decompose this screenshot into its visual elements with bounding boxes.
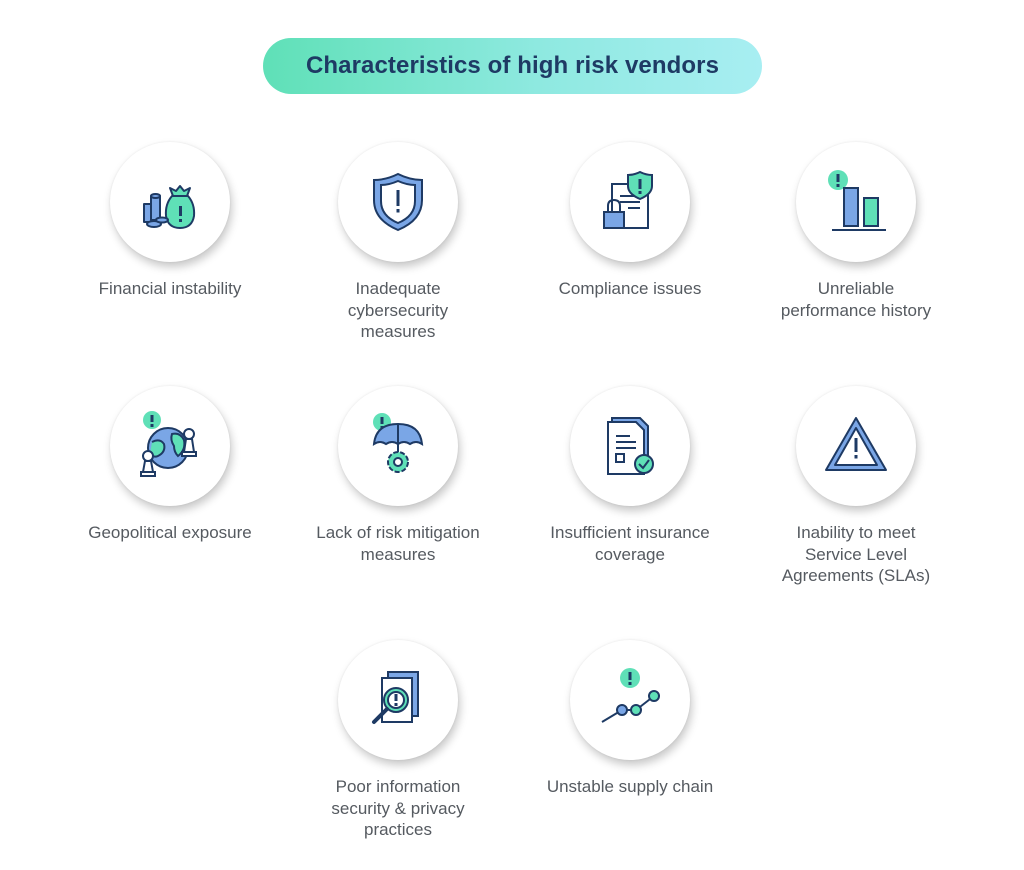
- item-label: Poor information security & privacy prac…: [331, 777, 465, 839]
- icon-circle: [570, 142, 690, 262]
- item-label: Insufficient insurance coverage: [550, 523, 710, 564]
- globe-chess-icon: [140, 411, 197, 477]
- icon-circle: [338, 640, 458, 760]
- bar-chart-alert-icon: [828, 170, 886, 231]
- item-label: Inability to meet Service Level Agreemen…: [781, 523, 931, 585]
- item-unreliable-performance: Unreliable performance history: [756, 142, 956, 321]
- chain-nodes-alert-icon: [601, 668, 660, 723]
- item-inadequate-cybersecurity: Inadequate cybersecurity measures: [298, 142, 498, 343]
- page-title: Characteristics of high risk vendors: [305, 52, 720, 79]
- item-insufficient-insurance: Insufficient insurance coverage: [530, 386, 730, 565]
- icon-circle: [110, 386, 230, 506]
- document-lock-shield-icon: [603, 170, 653, 229]
- money-bag-coins-icon: [143, 185, 196, 229]
- shield-alert-icon: [373, 172, 423, 232]
- item-label: Financial instability: [98, 279, 242, 298]
- item-label: Compliance issues: [558, 279, 702, 298]
- policy-document-check-icon: [607, 417, 654, 475]
- item-label: Unstable supply chain: [546, 777, 714, 796]
- icon-circle: [796, 142, 916, 262]
- item-label: Inadequate cybersecurity measures: [347, 279, 449, 341]
- item-compliance-issues: Compliance issues: [530, 142, 730, 300]
- item-inability-to-meet-slas: Inability to meet Service Level Agreemen…: [756, 386, 956, 587]
- item-unstable-supply-chain: Unstable supply chain: [530, 640, 730, 798]
- warning-triangle-icon: [825, 417, 887, 471]
- item-label: Lack of risk mitigation measures: [316, 523, 480, 564]
- icon-circle: [796, 386, 916, 506]
- item-poor-information-security: Poor information security & privacy prac…: [298, 640, 498, 841]
- item-financial-instability: Financial instability: [70, 142, 270, 300]
- item-label: Unreliable performance history: [780, 279, 932, 320]
- title-banner: Characteristics of high risk vendors: [263, 38, 762, 94]
- icon-circle: [570, 386, 690, 506]
- icon-circle: [570, 640, 690, 760]
- document-magnifier-icon: [372, 671, 419, 724]
- item-lack-of-risk-mitigation: Lack of risk mitigation measures: [298, 386, 498, 565]
- icon-circle: [338, 142, 458, 262]
- icon-circle: [338, 386, 458, 506]
- umbrella-gear-icon: [372, 413, 424, 473]
- item-label: Geopolitical exposure: [88, 523, 252, 542]
- icon-circle: [110, 142, 230, 262]
- item-geopolitical-exposure: Geopolitical exposure: [70, 386, 270, 544]
